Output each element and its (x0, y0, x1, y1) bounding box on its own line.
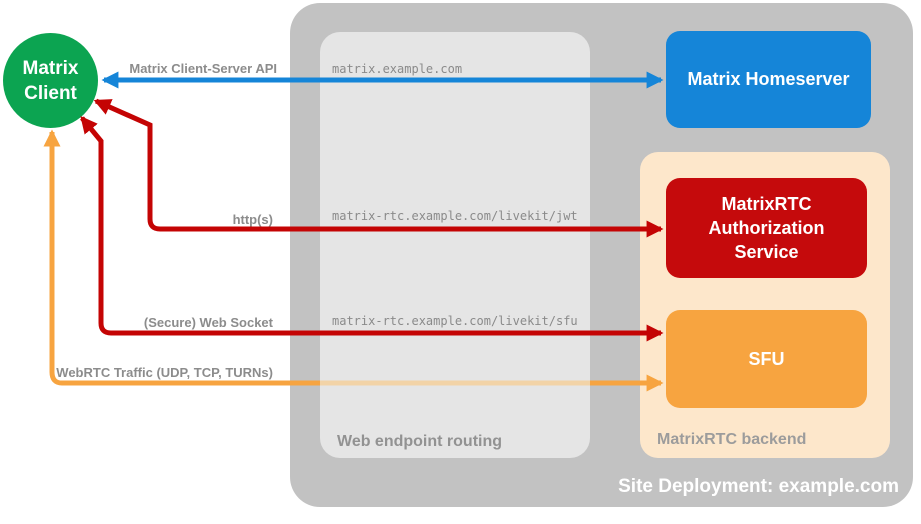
web-endpoint-routing-container: Web endpoint routing (320, 32, 590, 458)
webrtc-traffic-label: WebRTC Traffic (UDP, TCP, TURNs) (56, 365, 273, 380)
websocket-label: (Secure) Web Socket (143, 315, 273, 330)
client-server-api-label: Matrix Client-Server API (129, 61, 277, 76)
endpoint-jwt-path: matrix-rtc.example.com/livekit/jwt (332, 209, 578, 223)
matrixrtc-backend-label: MatrixRTC backend (657, 431, 807, 448)
site-deployment-label: Site Deployment: example.com (618, 476, 899, 497)
endpoint-sfu-path: matrix-rtc.example.com/livekit/sfu (332, 314, 578, 328)
endpoint-homeserver-domain: matrix.example.com (332, 62, 463, 76)
matrixrtc-authorization-service-label: MatrixRTC Authorization Service (708, 194, 825, 262)
matrix-homeserver-label: Matrix Homeserver (687, 69, 850, 89)
web-endpoint-routing-label: Web endpoint routing (337, 433, 503, 450)
matrixrtc-authorization-service-node: MatrixRTC Authorization Service (666, 178, 867, 278)
matrix-client-label-line1: Matrix (22, 57, 79, 79)
matrix-client-node: Matrix Client (3, 33, 98, 128)
sfu-node: SFU (666, 310, 867, 408)
matrix-client-label-line2: Client (24, 82, 77, 104)
matrix-homeserver-node: Matrix Homeserver (666, 31, 871, 128)
sfu-label: SFU (748, 348, 785, 369)
https-label: http(s) (232, 212, 273, 227)
